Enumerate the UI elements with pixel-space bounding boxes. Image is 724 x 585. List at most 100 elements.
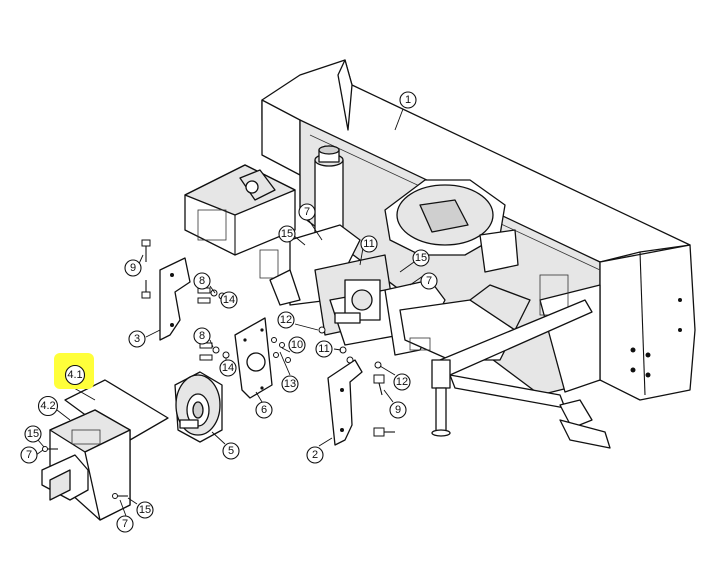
callout-label: 1	[405, 94, 411, 106]
leader-lines	[35, 108, 424, 517]
callout-label: 4.2	[40, 400, 55, 412]
callouts: 1 7 15 11 15 7 9 8 14 3 12 8 14 10 13 11 12 6 4.1 4.2 5 9 2 15 7…	[20, 91, 438, 533]
callout-circle	[389, 401, 407, 419]
callout-circle	[412, 249, 430, 267]
callout-label: 14	[223, 294, 235, 306]
callout-15: 15	[278, 225, 296, 243]
callout-circle	[277, 311, 295, 329]
callout-label: 7	[304, 206, 310, 218]
callout-circle	[315, 340, 333, 358]
callout-label: 7	[26, 449, 32, 461]
callout-label: 9	[130, 262, 136, 274]
callout-circle	[420, 272, 438, 290]
callout-label: 4.1	[67, 369, 82, 381]
callout-circle	[136, 501, 154, 519]
callout-4-2: 4.2	[37, 395, 59, 417]
callout-14: 14	[220, 291, 238, 309]
callout-15: 15	[24, 425, 42, 443]
plate-3	[159, 257, 191, 341]
callout-9: 9	[124, 259, 142, 277]
callout-circle	[288, 336, 306, 354]
bolt-10-13	[271, 337, 291, 363]
callout-label: 7	[122, 518, 128, 530]
callout-label: 2	[312, 449, 318, 461]
bolt-9-lower	[373, 374, 395, 437]
callout-8: 8	[193, 327, 211, 345]
chute-tube	[314, 145, 344, 236]
callout-circle	[128, 330, 146, 348]
callout-circle	[281, 375, 299, 393]
bolt-9-upper	[141, 239, 151, 299]
callout-label: 15	[415, 252, 427, 264]
hitch-arm	[431, 299, 611, 449]
callout-5: 5	[222, 442, 240, 460]
screw-7-15	[42, 446, 128, 499]
callout-11: 11	[360, 235, 378, 253]
callout-7: 7	[298, 203, 316, 221]
callout-3: 3	[128, 330, 146, 348]
nut-11	[339, 346, 354, 364]
callout-7: 7	[420, 272, 438, 290]
callout-circle	[124, 259, 142, 277]
callout-circle	[37, 395, 59, 417]
callout-9: 9	[389, 401, 407, 419]
callout-circle	[116, 515, 134, 533]
callout-13: 13	[281, 375, 299, 393]
callout-circle	[298, 203, 316, 221]
callout-12: 12	[277, 311, 295, 329]
callout-circle	[24, 425, 42, 443]
callout-circle	[20, 446, 38, 464]
left-side-frame	[184, 164, 296, 256]
callout-label: 3	[134, 333, 140, 345]
callout-15: 15	[412, 249, 430, 267]
callout-label: 5	[228, 445, 234, 457]
callout-circle	[220, 291, 238, 309]
callout-circle	[193, 327, 211, 345]
callout-10: 10	[288, 336, 306, 354]
gearbox-5	[174, 371, 223, 443]
callout-11: 11	[315, 340, 333, 358]
callout-label: 9	[395, 404, 401, 416]
callout-8: 8	[193, 272, 211, 290]
callout-circle	[64, 364, 86, 386]
callout-circle	[306, 446, 324, 464]
callout-15: 15	[136, 501, 154, 519]
washer-12	[318, 326, 382, 369]
callout-12: 12	[393, 373, 411, 391]
callout-circle	[360, 235, 378, 253]
callout-6: 6	[255, 401, 273, 419]
callout-circle	[255, 401, 273, 419]
callout-label: 14	[222, 362, 234, 374]
callout-7: 7	[116, 515, 134, 533]
callout-circle	[193, 272, 211, 290]
callout-label: 11	[363, 238, 374, 250]
callout-label: 6	[261, 404, 267, 416]
callout-label: 12	[396, 376, 408, 388]
callout-label: 7	[426, 275, 432, 287]
plate-6	[234, 317, 273, 399]
callout-label: 13	[284, 378, 296, 390]
callout-4-1: 4.1	[64, 364, 86, 386]
callout-circle	[399, 91, 417, 109]
callout-1: 1	[399, 91, 417, 109]
shield-4	[41, 379, 169, 521]
callout-7: 7	[20, 446, 38, 464]
callout-label: 8	[199, 275, 205, 287]
callout-14: 14	[219, 359, 237, 377]
callout-label: 15	[27, 428, 39, 440]
callout-circle	[219, 359, 237, 377]
callout-label: 15	[281, 228, 293, 240]
callout-label: 11	[318, 343, 329, 355]
callout-label: 12	[280, 314, 292, 326]
callout-2: 2	[306, 446, 324, 464]
bracket-2	[327, 359, 363, 446]
callout-circle	[222, 442, 240, 460]
callout-label: 10	[291, 339, 303, 351]
callout-label: 15	[139, 504, 151, 516]
callout-circle	[278, 225, 296, 243]
chute-ring	[384, 179, 519, 273]
callout-label: 8	[199, 330, 205, 342]
callout-circle	[393, 373, 411, 391]
bolt-8-14-lower	[199, 342, 230, 361]
